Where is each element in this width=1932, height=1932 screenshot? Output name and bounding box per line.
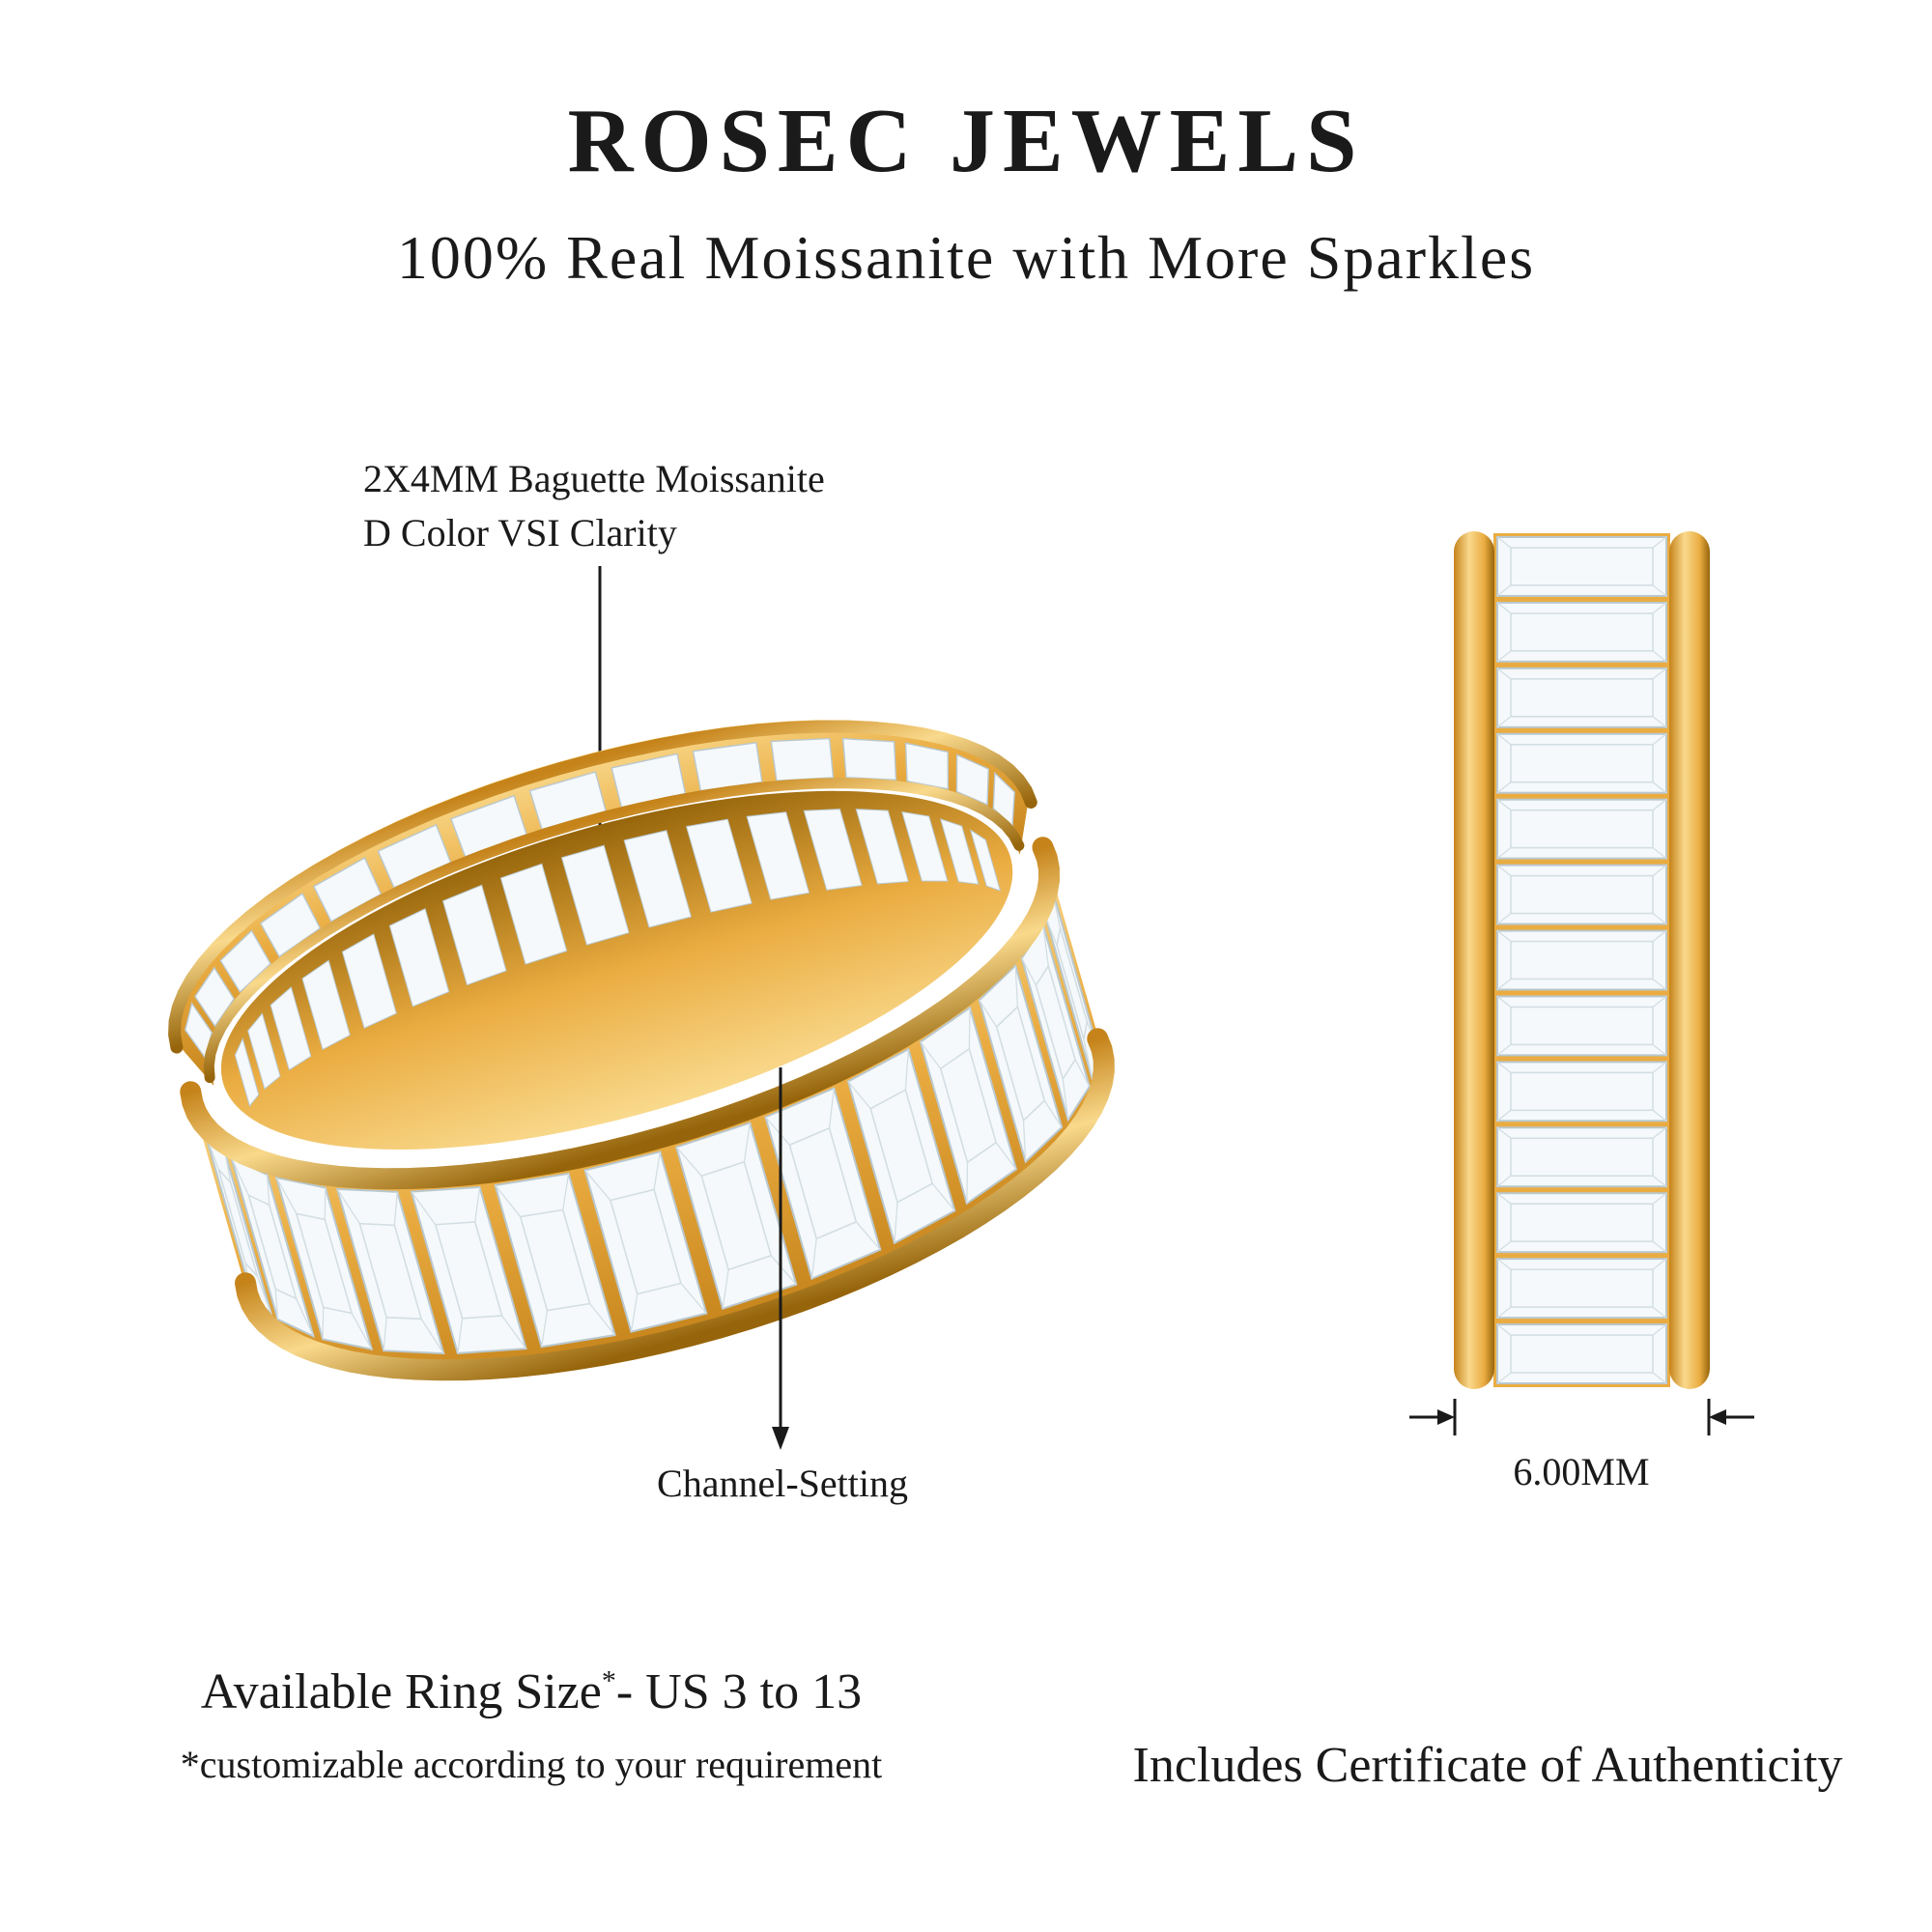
stone-annotation-line1: 2X4MM Baguette Moissanite: [363, 457, 825, 500]
stone-annotation-line2: D Color VSI Clarity: [363, 511, 677, 554]
width-label: 6.00MM: [1513, 1450, 1650, 1493]
arrow-left-icon: [1709, 1409, 1726, 1425]
ring-side-view: [1454, 531, 1710, 1389]
tagline: 100% Real Moissanite with More Sparkles: [396, 223, 1536, 292]
arrow-right-icon: [1437, 1409, 1455, 1425]
brand-title: ROSEC JEWELS: [567, 91, 1365, 191]
width-dimension: [1409, 1399, 1754, 1435]
dimension-marks: [1409, 1399, 1754, 1435]
channel-setting-arrow: [772, 1067, 789, 1450]
header: ROSEC JEWELS 100% Real Moissanite with M…: [0, 89, 1932, 294]
ring-angled-view: [168, 720, 1115, 1381]
asterisk: *: [601, 1664, 616, 1697]
stone-annotation: 2X4MM Baguette Moissanite D Color VSI Cl…: [363, 452, 825, 560]
ring-size-value: - US 3 to 13: [615, 1664, 863, 1719]
footer-left: Available Ring Size*- US 3 to 13 *custom…: [97, 1663, 966, 1787]
ring-size-label: Available Ring Size: [200, 1664, 602, 1719]
certificate-note: Includes Certificate of Authenticity: [1132, 1738, 1843, 1793]
arrow-head-down-icon: [772, 1427, 789, 1450]
ring-size-text: Available Ring Size*- US 3 to 13: [97, 1663, 966, 1720]
customizable-note: *customizable according to your requirem…: [180, 1743, 883, 1786]
channel-setting-label: Channel-Setting: [657, 1462, 908, 1505]
